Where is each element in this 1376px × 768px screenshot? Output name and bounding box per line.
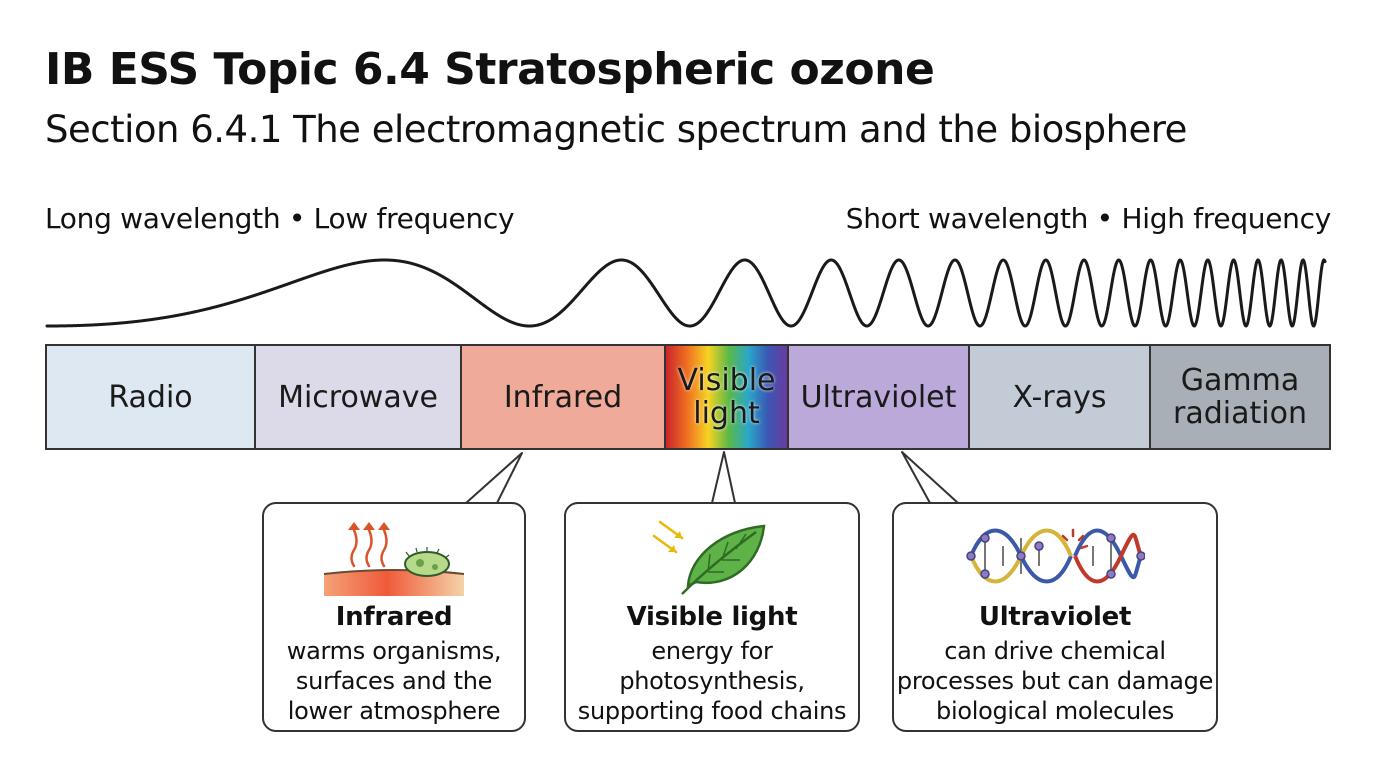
band-radio: Radio — [47, 346, 256, 448]
callout-infrared-title: Infrared — [335, 602, 453, 632]
band-ultraviolet: Ultraviolet — [789, 346, 970, 448]
spectrum-bar: Radio Microwave Infrared Visible light U… — [45, 344, 1331, 450]
callout-ultraviolet-body: can drive chemical processes but can dam… — [896, 637, 1214, 725]
band-infrared: Infrared — [462, 346, 666, 448]
callout-infrared: Infrared warms organisms, surfaces and t… — [262, 502, 526, 732]
dna-damage-icon — [966, 528, 1145, 584]
callout-visible-light-body: energy for photosynthesis, supporting fo… — [577, 637, 847, 725]
page-title: IB ESS Topic 6.4 Stratospheric ozone — [45, 44, 935, 95]
heat-organism-icon — [323, 522, 465, 596]
band-label-microwave: Microwave — [278, 379, 438, 415]
page-subtitle: Section 6.4.1 The electromagnetic spectr… — [45, 108, 1187, 151]
band-label-x-rays: X-rays — [1012, 379, 1107, 415]
band-label-radio: Radio — [108, 379, 193, 415]
band-visible-light: Visible light — [666, 346, 789, 448]
band-label-ultraviolet: Ultraviolet — [800, 379, 957, 415]
band-label-gamma-radiation: Gamma radiation — [1173, 363, 1307, 431]
callout-visible-light-title: Visible light — [626, 602, 798, 632]
band-microwave: Microwave — [256, 346, 462, 448]
callout-ultraviolet: Ultraviolet can drive chemical processes… — [892, 502, 1218, 732]
band-x-rays: X-rays — [970, 346, 1151, 448]
callout-visible-light: Visible light energy for photosynthesis,… — [564, 502, 860, 732]
band-label-visible-light: Visible light — [677, 363, 776, 431]
frequency-wave — [45, 258, 1327, 328]
band-gamma-radiation: Gamma radiation — [1151, 346, 1329, 448]
short-wavelength-label: Short wavelength • High frequency — [845, 202, 1332, 235]
band-label-infrared: Infrared — [503, 379, 623, 415]
long-wavelength-label: Long wavelength • Low frequency — [45, 202, 515, 235]
leaf-icon — [652, 520, 766, 595]
callout-infrared-body: warms organisms, surfaces and the lower … — [286, 637, 502, 725]
callout-ultraviolet-title: Ultraviolet — [978, 602, 1132, 632]
